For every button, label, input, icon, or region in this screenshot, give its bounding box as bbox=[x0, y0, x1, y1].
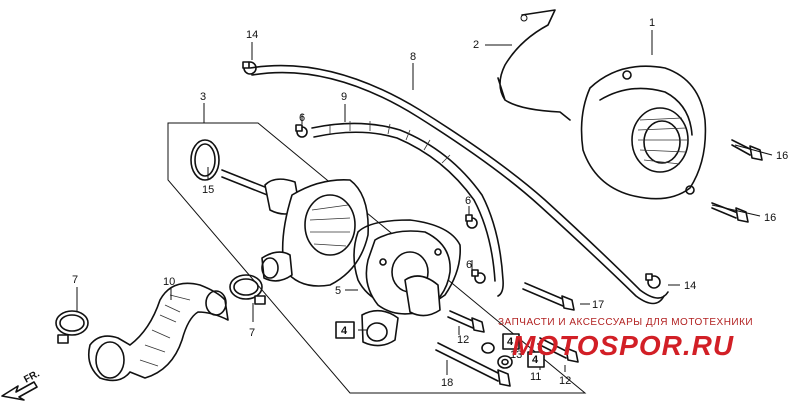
bolt-12b bbox=[537, 337, 579, 363]
label-part-4c: 4 bbox=[532, 354, 539, 366]
label-part-7b: 7 bbox=[249, 327, 255, 339]
label-part-13: 13 bbox=[510, 349, 522, 361]
box-part-4a bbox=[335, 321, 355, 339]
label-part-4b: 4 bbox=[507, 336, 514, 348]
box-part-4c bbox=[527, 351, 545, 368]
o-ring bbox=[190, 139, 220, 181]
gasket bbox=[353, 219, 462, 310]
label-part-6c: 6 bbox=[466, 259, 472, 271]
label-part-14b: 14 bbox=[684, 280, 696, 292]
assembly-outline bbox=[167, 122, 587, 394]
bracket bbox=[497, 9, 571, 121]
direction-label: FR. bbox=[22, 368, 42, 385]
pump-cover bbox=[580, 65, 707, 200]
label-part-18: 18 bbox=[441, 377, 453, 389]
clip-6a bbox=[295, 124, 308, 138]
leader-lines bbox=[76, 30, 773, 375]
clip-14b bbox=[645, 273, 661, 289]
label-part-16a: 16 bbox=[776, 150, 788, 162]
clip-6b bbox=[465, 214, 478, 229]
label-part-2: 2 bbox=[473, 39, 479, 51]
label-part-15: 15 bbox=[202, 184, 214, 196]
label-part-8: 8 bbox=[410, 51, 416, 63]
bolt-17 bbox=[522, 282, 575, 311]
water-hose bbox=[87, 282, 229, 382]
label-part-9: 9 bbox=[341, 91, 347, 103]
clip-6c bbox=[471, 269, 486, 284]
bolt-18 bbox=[435, 342, 511, 387]
label-part-16b: 16 bbox=[764, 212, 776, 224]
hose-long-inner bbox=[251, 71, 665, 305]
hose-short-inner bbox=[313, 131, 496, 282]
watermark-tagline: ЗАПЧАСТИ И АКСЕССУАРЫ ДЛЯ МОТОТЕХНИКИ bbox=[498, 317, 753, 328]
bolt-16a bbox=[731, 139, 763, 161]
label-part-12b: 12 bbox=[559, 375, 571, 387]
label-part-10: 10 bbox=[163, 276, 175, 288]
label-part-6b: 6 bbox=[465, 195, 471, 207]
label-part-1: 1 bbox=[649, 17, 655, 29]
label-part-4a: 4 bbox=[341, 325, 348, 337]
label-part-3: 3 bbox=[200, 91, 206, 103]
label-part-17: 17 bbox=[592, 299, 604, 311]
label-part-14a: 14 bbox=[246, 29, 258, 41]
label-part-6a: 6 bbox=[299, 112, 305, 124]
water-pump bbox=[221, 169, 369, 287]
label-part-12a: 12 bbox=[457, 334, 469, 346]
label-part-11: 11 bbox=[530, 371, 541, 383]
washer-13 bbox=[481, 342, 495, 354]
hose-short-hatch bbox=[329, 121, 451, 164]
hose-clamp-left bbox=[55, 310, 89, 344]
o-ring-inner bbox=[194, 143, 216, 177]
label-part-5: 5 bbox=[335, 285, 341, 297]
hose-long bbox=[249, 64, 669, 299]
box-part-4b bbox=[502, 333, 520, 350]
clip-14a bbox=[242, 61, 257, 75]
washer-11 bbox=[497, 355, 513, 369]
hose-short bbox=[311, 122, 504, 297]
front-direction-arrow-icon bbox=[1, 381, 38, 401]
bolt-12a bbox=[447, 310, 485, 333]
bracket-hole bbox=[520, 14, 528, 22]
pump-housing bbox=[361, 230, 451, 347]
hose-clamp-right bbox=[229, 274, 266, 305]
label-part-7a: 7 bbox=[72, 274, 78, 286]
watermark-logo: MOTOSPOR.RU bbox=[512, 330, 734, 361]
